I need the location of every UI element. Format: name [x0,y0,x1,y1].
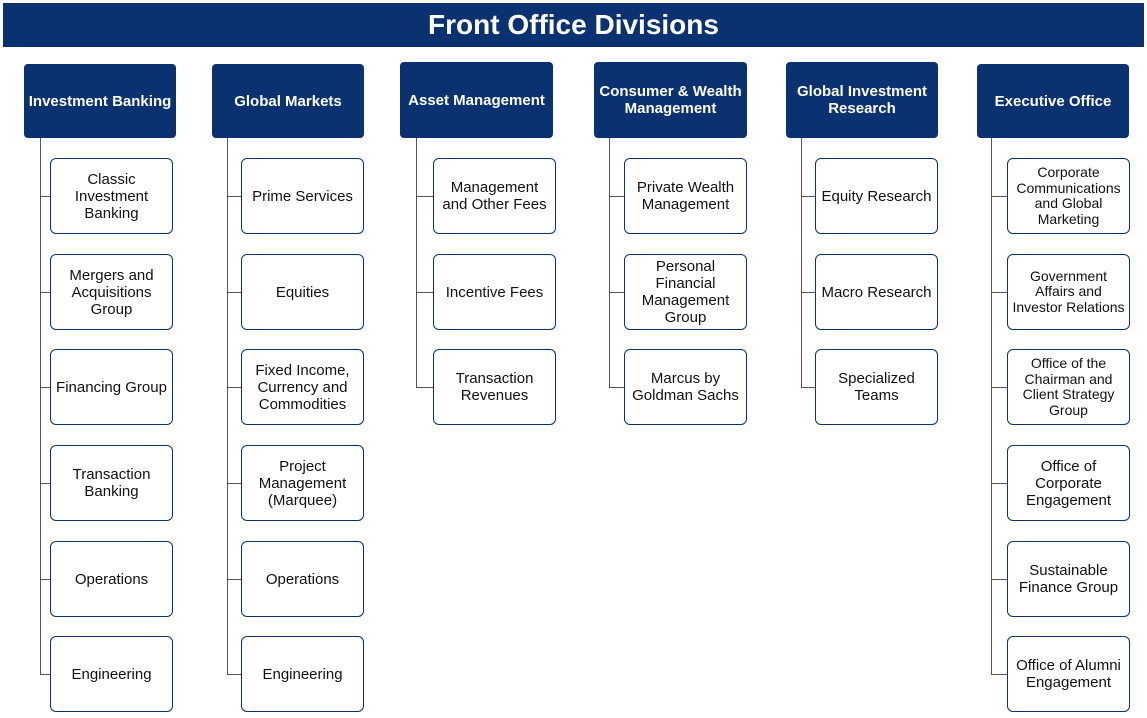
unit-box-classic-investment-banking: Classic Investment Banking [50,158,173,234]
connector-branch [227,674,241,676]
unit-box-government-affairs-and-investor-relations: Government Affairs and Investor Relation… [1007,254,1130,330]
connector-branch [416,387,433,389]
connector-trunk [801,138,803,387]
connector-branch [416,196,433,198]
division-header-global-investment-research: Global Investment Research [786,62,938,138]
unit-box-transaction-revenues: Transaction Revenues [433,349,556,425]
division-header-investment-banking: Investment Banking [24,64,176,138]
unit-box-corporate-communications-and-global-marketing: Corporate Communications and Global Mark… [1007,158,1130,234]
unit-box-management-and-other-fees: Management and Other Fees [433,158,556,234]
connector-branch [227,196,241,198]
unit-box-equity-research: Equity Research [815,158,938,234]
division-header-consumer-and-wealth-management: Consumer & Wealth Management [594,62,747,138]
connector-branch [991,483,1007,485]
connector-branch [40,387,50,389]
connector-branch [609,387,624,389]
unit-box-marcus-by-goldman-sachs: Marcus by Goldman Sachs [624,349,747,425]
connector-branch [991,579,1007,581]
unit-box-incentive-fees: Incentive Fees [433,254,556,330]
unit-box-sustainable-finance-group: Sustainable Finance Group [1007,541,1130,617]
connector-branch [40,483,50,485]
unit-box-private-wealth-management: Private Wealth Management [624,158,747,234]
connector-branch [40,292,50,294]
connector-branch [609,196,624,198]
connector-branch [40,196,50,198]
unit-box-equities: Equities [241,254,364,330]
connector-trunk [227,138,229,674]
connector-trunk [609,138,611,387]
connector-trunk [416,138,418,387]
division-header-global-markets: Global Markets [212,64,364,138]
connector-branch [801,292,815,294]
connector-branch [227,292,241,294]
unit-box-office-of-alumni-engagement: Office of Alumni Engagement [1007,636,1130,712]
division-header-asset-management: Asset Management [400,62,553,138]
connector-trunk [991,138,993,674]
connector-branch [416,292,433,294]
connector-branch [227,483,241,485]
connector-branch [40,579,50,581]
connector-branch [991,674,1007,676]
unit-box-financing-group: Financing Group [50,349,173,425]
unit-box-operations: Operations [241,541,364,617]
unit-box-office-of-corporate-engagement: Office of Corporate Engagement [1007,445,1130,521]
connector-branch [991,387,1007,389]
connector-branch [991,292,1007,294]
unit-box-engineering: Engineering [241,636,364,712]
unit-box-macro-research: Macro Research [815,254,938,330]
connector-branch [227,387,241,389]
unit-box-office-of-the-chairman-and-client-strategy-group: Office of the Chairman and Client Strate… [1007,349,1130,425]
unit-box-project-management-marquee: Project Management (Marquee) [241,445,364,521]
connector-branch [801,387,815,389]
unit-box-transaction-banking: Transaction Banking [50,445,173,521]
page-title: Front Office Divisions [3,3,1144,47]
unit-box-mergers-and-acquisitions-group: Mergers and Acquisitions Group [50,254,173,330]
unit-box-prime-services: Prime Services [241,158,364,234]
unit-box-operations: Operations [50,541,173,617]
connector-branch [991,196,1007,198]
division-header-executive-office: Executive Office [977,64,1129,138]
connector-trunk [40,138,42,674]
unit-box-fixed-income-currency-and-commodities: Fixed Income, Currency and Commodities [241,349,364,425]
connector-branch [609,292,624,294]
connector-branch [227,579,241,581]
unit-box-specialized-teams: Specialized Teams [815,349,938,425]
unit-box-engineering: Engineering [50,636,173,712]
connector-branch [40,674,50,676]
unit-box-personal-financial-management-group: Personal Financial Management Group [624,254,747,330]
connector-branch [801,196,815,198]
